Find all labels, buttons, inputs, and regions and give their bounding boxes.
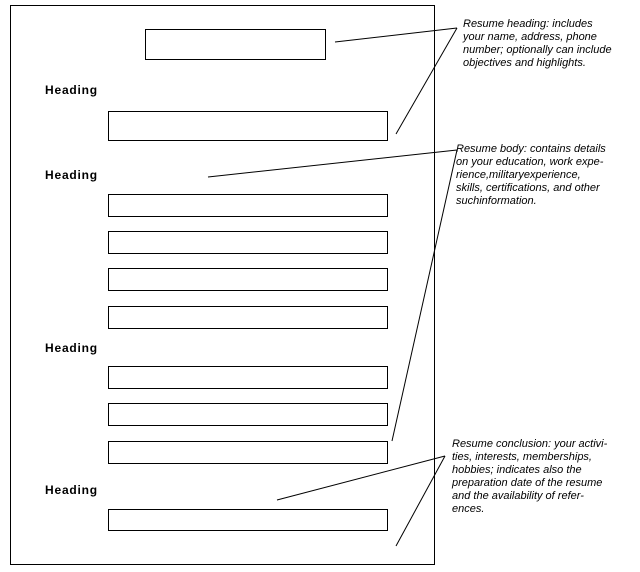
body-section-box-2: [108, 231, 388, 254]
conclusion-section-box: [108, 509, 388, 531]
annotation-line: on your education, work expe-: [456, 156, 604, 168]
annotation-line: number; optionally can include: [463, 44, 612, 56]
annotation-line: rience,militaryexperience,: [456, 169, 581, 181]
body-section-box-7: [108, 441, 388, 464]
annotation-line: Resume heading: includes: [463, 18, 593, 30]
annotation-line: ties, interests, memberships,: [452, 451, 592, 463]
annotation-line: your name, address, phone: [463, 31, 597, 43]
annotation-line: hobbies; indicates also the: [452, 464, 582, 476]
resume-conclusion-annotation: Resume conclusion: your activi- ties, in…: [452, 438, 607, 516]
heading-section-box: [108, 111, 388, 141]
body-section-box-6: [108, 403, 388, 426]
annotation-line: Resume conclusion: your activi-: [452, 438, 608, 450]
resume-body-annotation: Resume body: contains details on your ed…: [456, 143, 606, 208]
resume-heading-annotation: Resume heading: includes your name, addr…: [463, 18, 612, 70]
annotation-line: objectives and highlights.: [463, 57, 586, 69]
body-section-box-1: [108, 194, 388, 217]
annotation-line: Resume body: contains details: [456, 143, 606, 155]
section-heading-3: Heading: [45, 341, 98, 355]
section-heading-4: Heading: [45, 483, 98, 497]
body-section-box-3: [108, 268, 388, 291]
annotation-line: and the availability of refer-: [452, 490, 584, 502]
annotation-line: skills, certifications, and other: [456, 182, 600, 194]
resume-name-box: [145, 29, 326, 60]
body-section-box-4: [108, 306, 388, 329]
annotation-line: ences.: [452, 503, 485, 515]
annotation-line: suchinformation.: [456, 195, 537, 207]
section-heading-2: Heading: [45, 168, 98, 182]
body-section-box-5: [108, 366, 388, 389]
annotation-line: preparation date of the resume: [452, 477, 603, 489]
section-heading-1: Heading: [45, 83, 98, 97]
